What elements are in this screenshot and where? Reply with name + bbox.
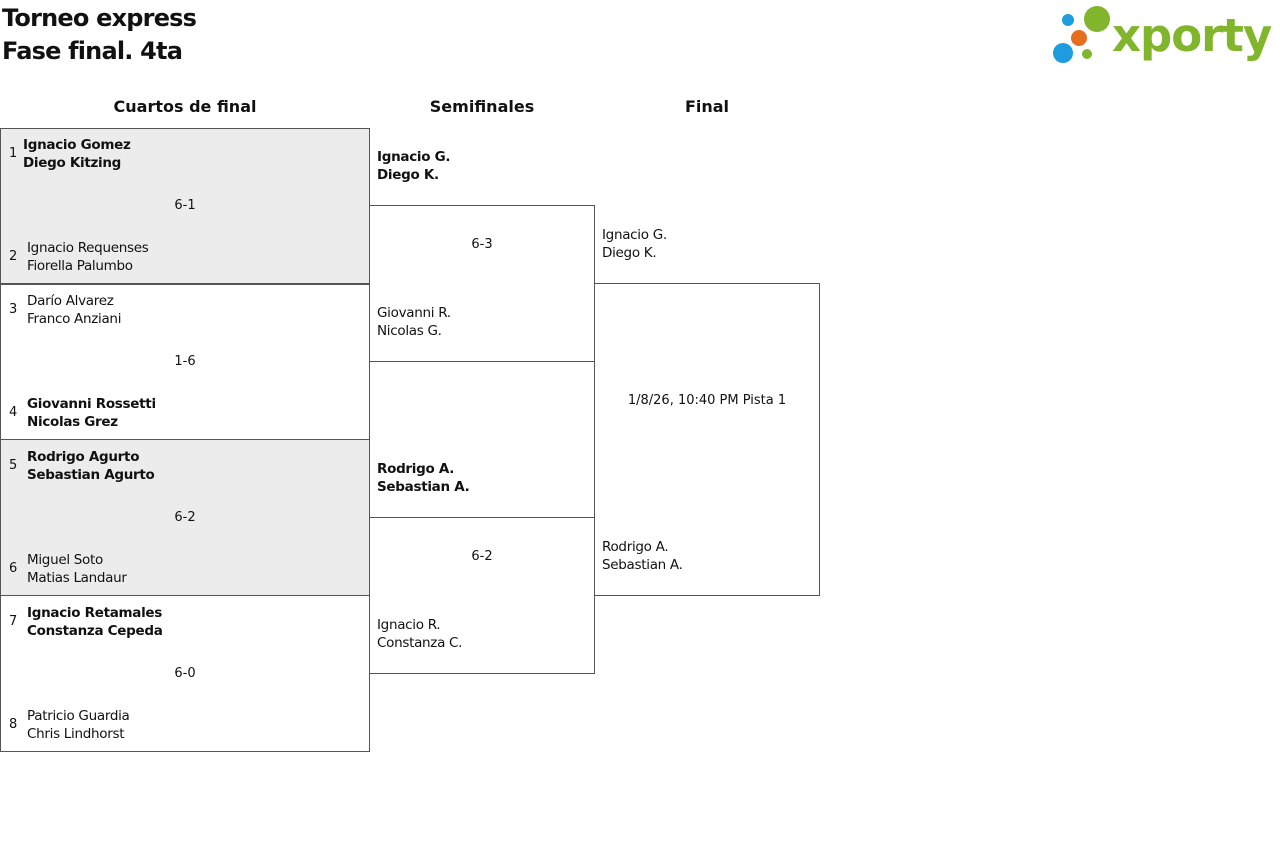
seed-number: 3 — [9, 302, 18, 317]
semifinal-2-top-player-2: Sebastian A. — [377, 479, 470, 495]
semifinal-2-top-player-1: Rodrigo A. — [377, 461, 455, 477]
final-match[interactable] — [594, 283, 820, 596]
final-top-player-1: Ignacio G. — [602, 227, 667, 243]
match-score: 6-0 — [174, 666, 196, 681]
team-player-1: Patricio Guardia — [27, 708, 130, 724]
xporty-logo: xporty — [1050, 4, 1276, 68]
team-player-1: Rodrigo Agurto — [27, 449, 140, 465]
team-player-2: Sebastian Agurto — [27, 467, 155, 483]
quarterfinal-match-3[interactable]: 5 Rodrigo Agurto Sebastian Agurto 6-2 6 … — [0, 439, 370, 596]
semifinal-2-bottom-player-1: Ignacio R. — [377, 617, 441, 633]
match-score: 1-6 — [174, 354, 196, 369]
final-top-player-2: Diego K. — [602, 245, 657, 261]
match-score: 6-2 — [174, 510, 196, 525]
team-player-1: Giovanni Rossetti — [27, 396, 156, 412]
team-player-1: Ignacio Gomez — [23, 137, 131, 153]
semifinal-1-bottom-player-2: Nicolas G. — [377, 323, 442, 339]
round-header-semifinals: Semifinales — [429, 97, 535, 116]
logo-dots-icon — [1053, 6, 1110, 63]
semifinal-1-score: 6-3 — [471, 237, 493, 252]
tournament-title: Torneo express — [2, 4, 197, 32]
seed-number: 5 — [9, 458, 18, 473]
team-player-2: Fiorella Palumbo — [27, 258, 133, 274]
team-player-2: Chris Lindhorst — [27, 726, 125, 742]
team-player-2: Franco Anziani — [27, 311, 122, 327]
semifinal-1-top-player-1: Ignacio G. — [377, 149, 451, 165]
semifinal-1-top-player-2: Diego K. — [377, 167, 439, 183]
tournament-subtitle: Fase final. 4ta — [2, 37, 183, 65]
team-player-2: Nicolas Grez — [27, 414, 118, 430]
logo-wordmark: xporty — [1112, 9, 1272, 62]
round-header-quarterfinals: Cuartos de final — [113, 97, 257, 116]
seed-number: 7 — [9, 614, 18, 629]
semifinal-1-bottom-player-1: Giovanni R. — [377, 305, 451, 321]
team-player-2: Matias Landaur — [27, 570, 127, 586]
team-player-2: Diego Kitzing — [23, 155, 122, 171]
seed-number: 2 — [9, 249, 18, 264]
team-player-2: Constanza Cepeda — [27, 623, 163, 639]
team-player-1: Miguel Soto — [27, 552, 103, 568]
seed-number: 4 — [9, 405, 18, 420]
match-score: 6-1 — [174, 198, 196, 213]
team-player-1: Ignacio Requenses — [27, 240, 149, 256]
team-player-1: Ignacio Retamales — [27, 605, 163, 621]
final-bottom-player-1: Rodrigo A. — [602, 539, 669, 555]
seed-number: 8 — [9, 717, 18, 732]
semifinal-2-score: 6-2 — [471, 549, 493, 564]
quarterfinal-match-2[interactable]: 3 Darío Alvarez Franco Anziani 1-6 4 Gio… — [0, 283, 370, 440]
seed-number: 6 — [9, 561, 18, 576]
quarterfinal-match-4[interactable]: 7 Ignacio Retamales Constanza Cepeda 6-0… — [0, 595, 370, 752]
team-player-1: Darío Alvarez — [27, 293, 114, 309]
seed-number: 1 — [9, 146, 18, 161]
final-bottom-player-2: Sebastian A. — [602, 557, 683, 573]
final-schedule-info: 1/8/26, 10:40 PM Pista 1 — [627, 393, 787, 408]
round-header-final: Final — [684, 97, 730, 116]
semifinal-2-bottom-player-2: Constanza C. — [377, 635, 463, 651]
quarterfinal-match-1[interactable]: 1 Ignacio Gomez Diego Kitzing 6-1 2 Igna… — [0, 128, 370, 285]
